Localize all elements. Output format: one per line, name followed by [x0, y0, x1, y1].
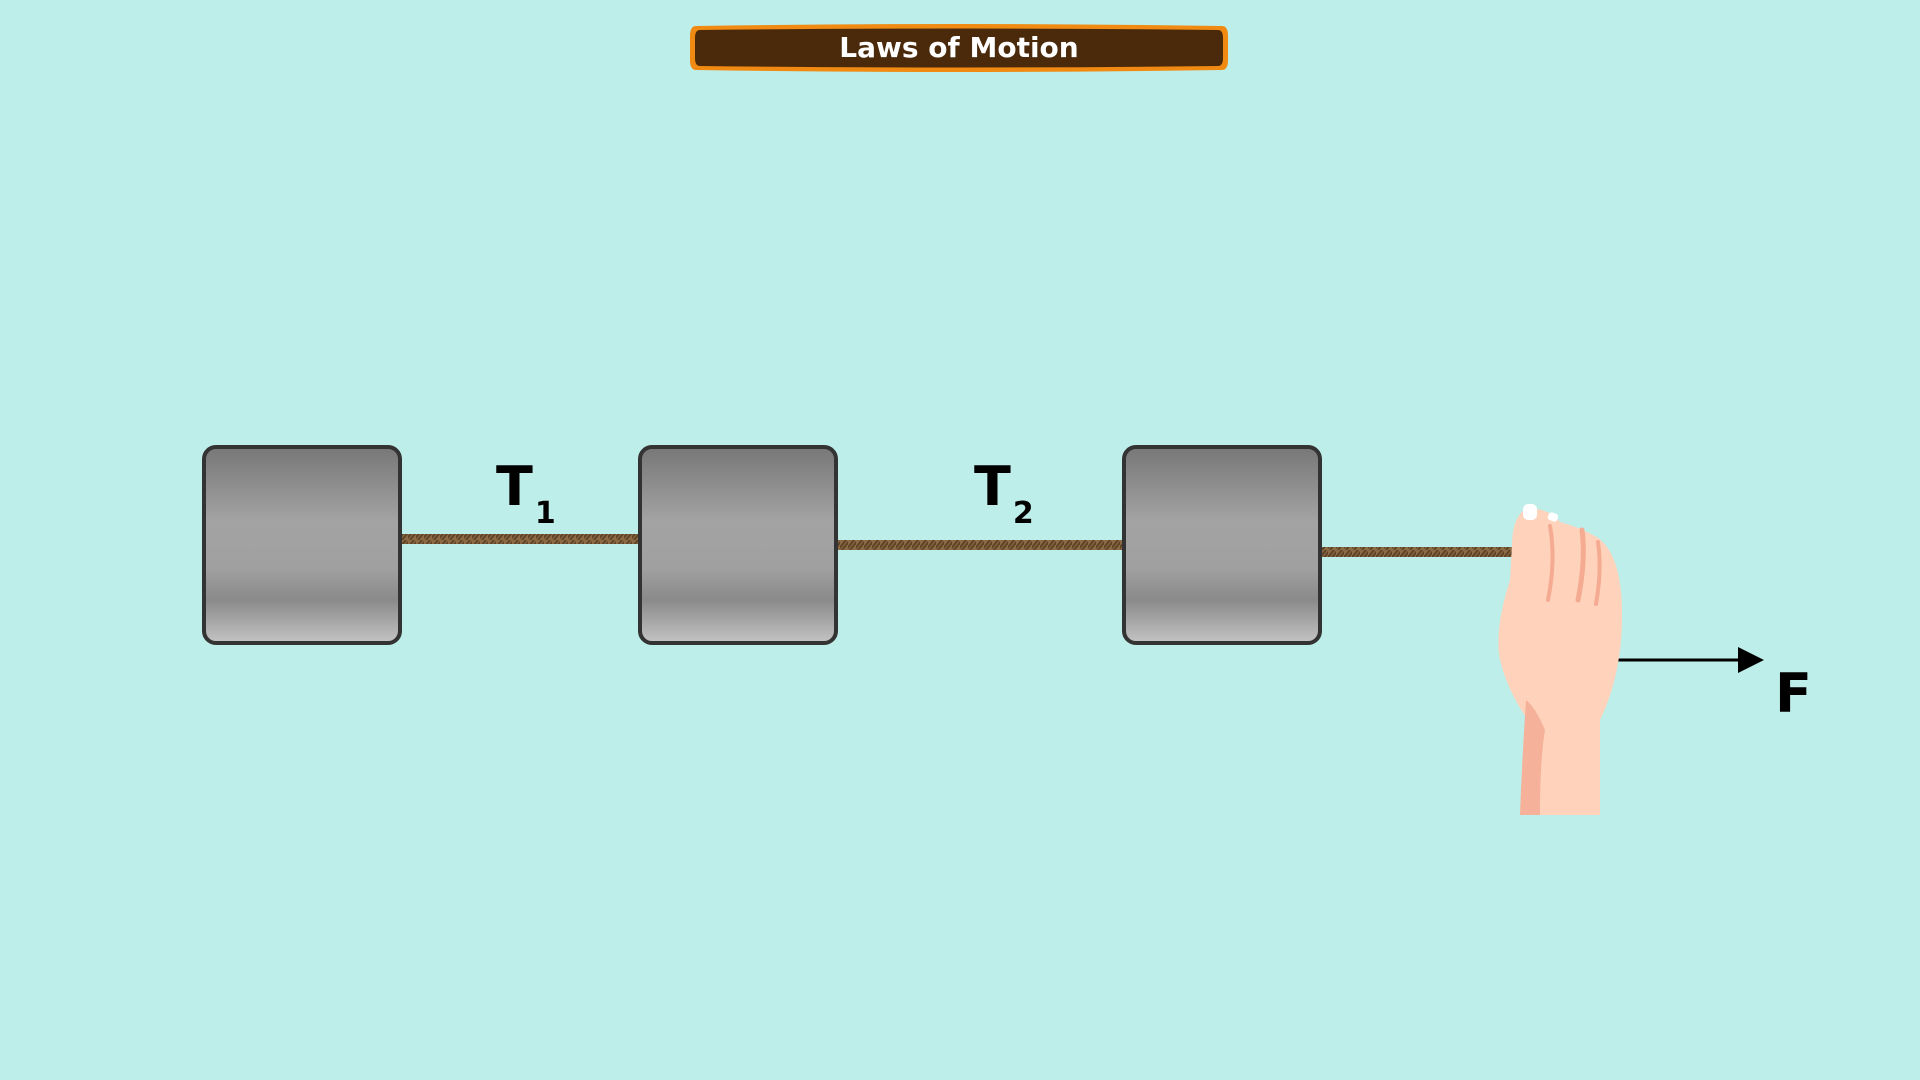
rope-segment-2: [836, 540, 1126, 550]
tension-1-subscript: 1: [535, 496, 556, 531]
title-banner: Laws of Motion: [690, 24, 1228, 72]
rope-segment-3: [1320, 547, 1550, 557]
title-banner-shape: [690, 24, 1228, 72]
banner-fill: [695, 28, 1223, 68]
tension-label-1: T1: [496, 455, 556, 531]
tension-1-symbol: T: [496, 455, 533, 518]
hand-icon: [1498, 504, 1622, 815]
force-label: F: [1775, 662, 1812, 725]
fingernail: [1547, 512, 1559, 522]
block-1: [202, 445, 402, 645]
rope-segment-1: [400, 534, 642, 544]
tension-2-subscript: 2: [1013, 496, 1034, 531]
block-3: [1122, 445, 1322, 645]
force-arrow-head: [1738, 647, 1764, 673]
tension-label-2: T2: [974, 455, 1034, 531]
page-title: Laws of Motion: [839, 31, 1079, 64]
fingernail: [1523, 504, 1537, 520]
tension-2-symbol: T: [974, 455, 1011, 518]
block-2: [638, 445, 838, 645]
